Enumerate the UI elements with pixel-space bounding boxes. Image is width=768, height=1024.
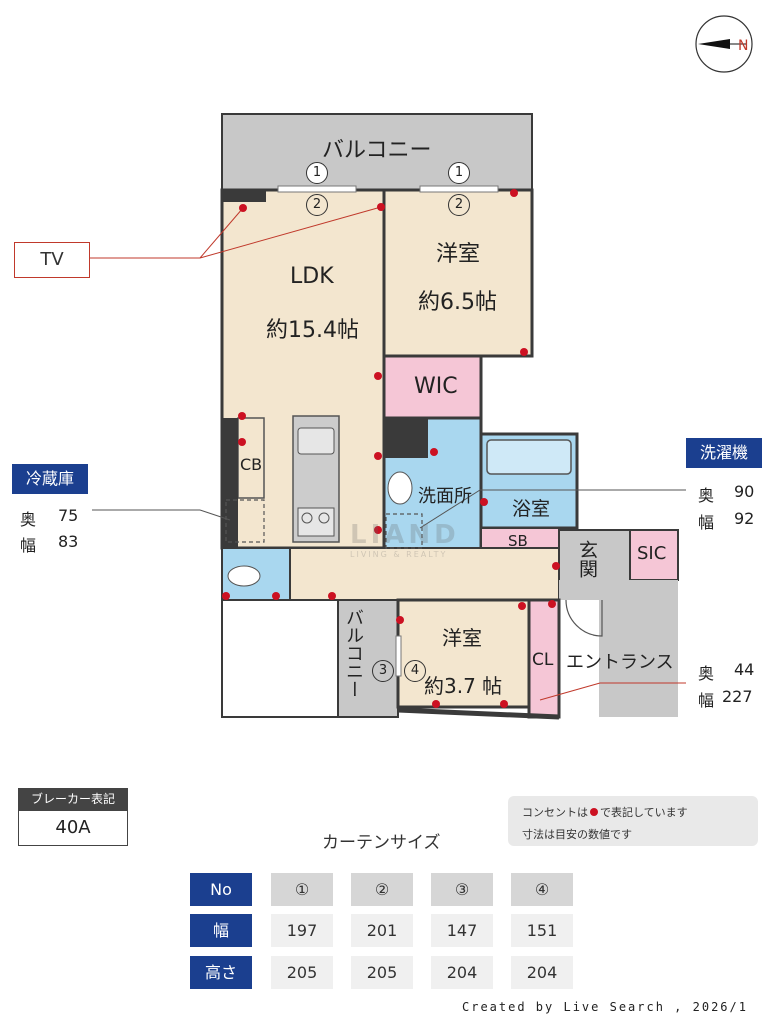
- balcony-small-label: バルコニー: [343, 608, 364, 698]
- balcony-small-area: [337, 599, 399, 718]
- fridge-depth-value: 75: [58, 506, 79, 525]
- curtain-row-header: No: [190, 873, 252, 906]
- entrance-label: エントランス: [566, 652, 674, 673]
- curtain-cell: 204: [431, 956, 493, 989]
- western-room-2-area: [396, 598, 531, 709]
- window-mark-1-right: 1: [448, 162, 470, 184]
- curtain-cell: 205: [351, 956, 413, 989]
- sb-label: SB: [508, 532, 528, 550]
- western-room-1-name: 洋室: [436, 242, 481, 267]
- balcony-top-area: [221, 113, 533, 191]
- curtain-row-header: 高さ: [190, 956, 252, 989]
- bathtub: [486, 439, 572, 475]
- curtain-cell: 201: [351, 914, 413, 947]
- curtain-cell: ④: [511, 873, 573, 906]
- entrance-width-value: 227: [722, 687, 753, 706]
- cl-label: CL: [532, 650, 554, 670]
- cb-label: CB: [240, 455, 263, 474]
- breaker-value: 40A: [18, 810, 128, 846]
- watermark: LIAND LIVING & REALTY: [350, 520, 460, 559]
- ldk-size: 約15.4帖: [266, 318, 359, 343]
- washer-width-value: 92: [734, 509, 755, 528]
- washroom-label: 洗面所: [418, 486, 472, 507]
- notes-line-2: 寸法は目安の数値です: [522, 828, 632, 841]
- balcony-top-label: バルコニー: [322, 138, 432, 163]
- entrance-depth-label: 奥: [698, 664, 715, 683]
- sic-label: SIC: [637, 543, 667, 564]
- lower-left-area: [221, 599, 339, 718]
- ldk-name: LDK: [290, 264, 334, 289]
- compass-icon: N: [695, 15, 753, 73]
- washer-depth-label: 奥: [698, 486, 715, 505]
- entrance-depth-value: 44: [734, 660, 755, 679]
- western-room-2-size: 約3.7 帖: [424, 674, 503, 698]
- western-room-1-area: [382, 188, 534, 358]
- washer-space: [385, 513, 423, 549]
- entrance-width-label: 幅: [698, 691, 715, 710]
- tv-tag: TV: [14, 242, 90, 278]
- compass-north-letter: N: [738, 38, 748, 54]
- cl-area: [527, 598, 561, 719]
- curtain-cell: 151: [511, 914, 573, 947]
- fridge-depth-label: 奥: [20, 510, 37, 529]
- notes-box: コンセントはで表記しています 寸法は目安の数値です: [508, 796, 758, 846]
- curtain-row-header: 幅: [190, 914, 252, 947]
- fridge-width-label: 幅: [20, 536, 37, 555]
- footer-credit: Created by Live Search , 2026/1: [462, 1000, 748, 1014]
- curtain-cell: ②: [351, 873, 413, 906]
- window-mark-2-right: 2: [448, 194, 470, 216]
- washer-badge: 洗濯機: [686, 438, 762, 468]
- window-3: [395, 635, 402, 677]
- curtain-cell: 204: [511, 956, 573, 989]
- genkan-label: 玄関: [576, 540, 598, 578]
- window-mark-1-top: 1: [306, 162, 328, 184]
- sic-area: [629, 529, 679, 581]
- curtain-cell: 205: [271, 956, 333, 989]
- notes-line-1: コンセントはで表記しています: [522, 806, 688, 819]
- fridge-width-value: 83: [58, 532, 79, 551]
- curtain-cell: 147: [431, 914, 493, 947]
- window-mark-2-top: 2: [306, 194, 328, 216]
- breaker-title: ブレーカー表記: [18, 788, 128, 810]
- outlet-dot-icon: [590, 808, 598, 816]
- watermark-name: LIAND: [350, 520, 460, 550]
- window-mark-4: 4: [404, 660, 426, 682]
- compass: N: [694, 14, 754, 74]
- fridge-space: [225, 499, 265, 543]
- floor-plan: [88, 113, 686, 720]
- wic-area: [382, 354, 483, 420]
- western-room-2-name: 洋室: [442, 626, 482, 650]
- washer-width-label: 幅: [698, 513, 715, 532]
- window-1: [277, 185, 357, 193]
- watermark-sub: LIVING & REALTY: [350, 550, 448, 559]
- bath-label: 浴室: [512, 498, 551, 520]
- curtain-cell: ③: [431, 873, 493, 906]
- window-2: [419, 185, 499, 193]
- washer-depth-value: 90: [734, 482, 755, 501]
- curtain-cell: 197: [271, 914, 333, 947]
- western-room-1-size: 約6.5帖: [418, 290, 497, 315]
- outlet-markers: [222, 189, 560, 708]
- curtain-cell: ①: [271, 873, 333, 906]
- fridge-badge: 冷蔵庫: [12, 464, 88, 494]
- curtain-title: カーテンサイズ: [322, 833, 441, 853]
- wic-label: WIC: [414, 374, 458, 399]
- window-mark-3: 3: [372, 660, 394, 682]
